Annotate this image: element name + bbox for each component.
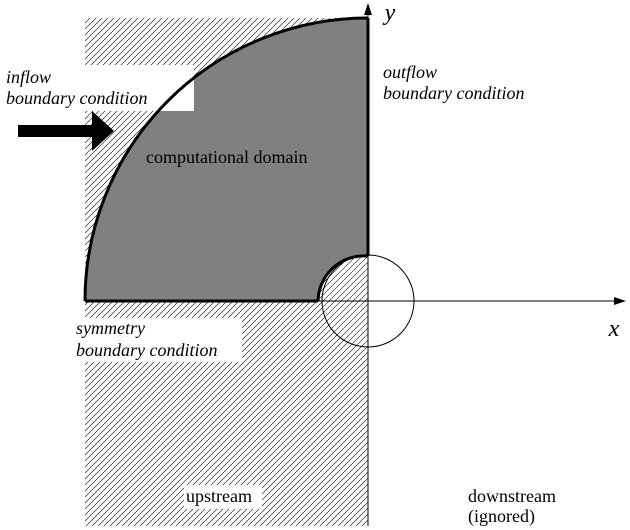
downstream-label-line2: (ignored) [468,506,535,527]
inflow-label-background [2,65,194,111]
inflow-arrow [18,111,114,151]
x-axis-label: x [608,316,620,342]
x-axis-arrowhead [614,297,626,305]
y-axis-label: y [383,0,396,26]
outflow-label-line1: outflow [383,62,437,82]
outflow-label-line2: boundary condition [383,83,525,103]
y-label-background [378,2,404,26]
symmetry-label-line2: boundary condition [76,340,218,360]
inflow-label-line2: boundary condition [6,88,148,108]
upstream-label: upstream [186,486,252,506]
symmetry-label-line1: symmetry [76,318,145,338]
computational-domain-region [85,18,368,301]
upstream-label-background [184,485,262,509]
inflow-label-line1: inflow [6,67,51,87]
symmetry-label-background [74,318,242,362]
body-wall-boundary [316,254,369,302]
inflow-boundary [83,16,369,302]
y-axis-arrowhead [364,3,372,15]
downstream-label-line1: downstream [468,486,556,506]
computational-domain-label: computational domain [146,147,307,167]
x-label-background [598,316,628,342]
